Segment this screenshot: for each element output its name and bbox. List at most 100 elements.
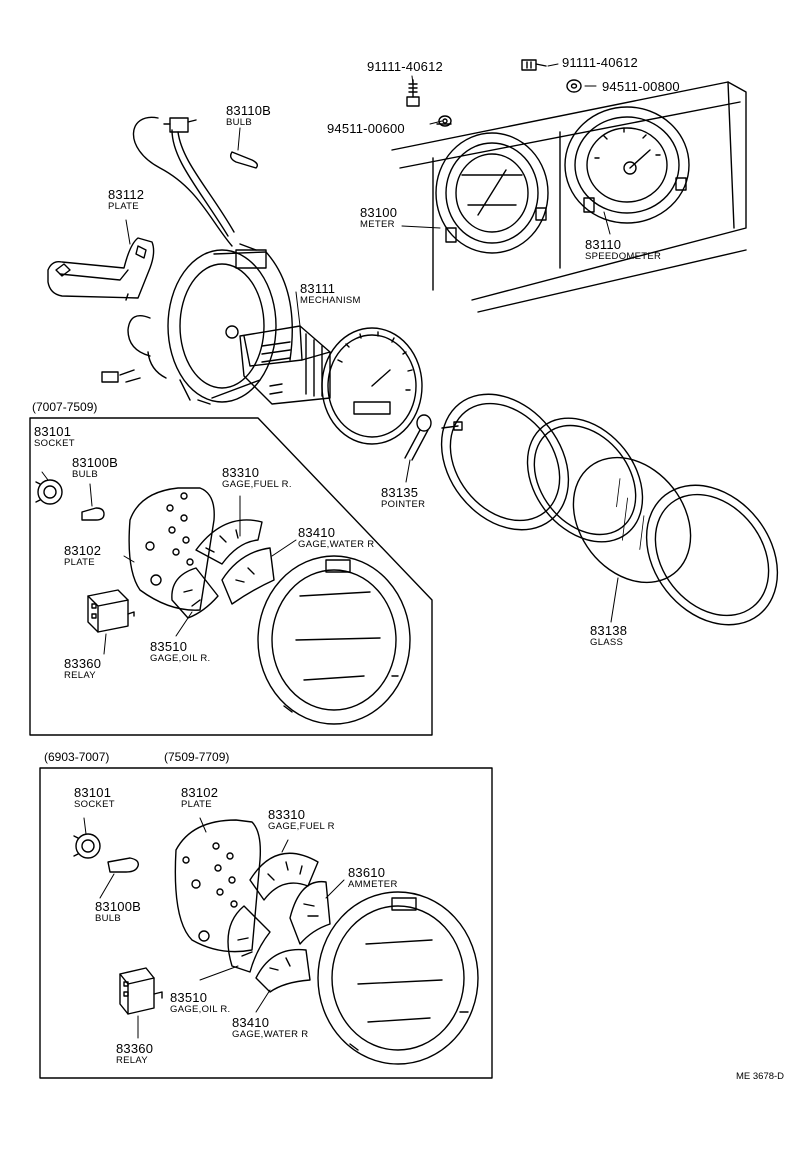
- box1-plate: [128, 487, 215, 611]
- part-name: PLATE: [108, 201, 139, 212]
- part-number-washer-a: 94511-00600: [327, 121, 405, 136]
- label-box1-socket: 83101 SOCKET: [34, 425, 75, 449]
- part-name: GAGE,WATER R: [232, 1029, 309, 1040]
- part-name: PLATE: [181, 799, 212, 810]
- meter-assembly-installed: [435, 132, 549, 254]
- part-number: 83111: [300, 281, 336, 296]
- label-speedometer: 83110 SPEEDOMETER: [585, 238, 661, 262]
- box1-gage-fuel: [195, 519, 263, 565]
- part-name: SOCKET: [74, 799, 115, 810]
- box1-bulb: [81, 507, 105, 521]
- part-name: MECHANISM: [300, 295, 361, 306]
- part-number: 83360: [64, 656, 102, 671]
- bolt-91111-b: [521, 59, 547, 71]
- box2-relay: [119, 967, 163, 1015]
- part-number-bolt-b: 91111-40612: [562, 55, 638, 70]
- part-number: 83100: [360, 205, 398, 220]
- box2-bulb: [107, 857, 140, 873]
- label-box1-oil: 83510 GAGE,OIL R.: [150, 640, 211, 664]
- part-name: METER: [360, 219, 395, 230]
- box2-gage-oil: [227, 905, 271, 973]
- part-name: RELAY: [116, 1055, 148, 1066]
- label-box2-socket: 83101 SOCKET: [74, 786, 115, 810]
- label-bulb-top: 83110B BULB: [226, 104, 271, 128]
- part-name: AMMETER: [348, 879, 398, 890]
- label-plate-top: 83112 PLATE: [108, 188, 144, 212]
- washer-94511-b: [566, 79, 582, 93]
- speedometer-dial: [321, 327, 423, 445]
- box1-gage-oil: [171, 567, 219, 619]
- part-number-washer-b: 94511-00800: [602, 79, 680, 94]
- part-number: 83510: [170, 990, 208, 1005]
- part-number: 83100B: [95, 899, 142, 914]
- part-name: BULB: [72, 469, 99, 480]
- part-number: 83101: [34, 424, 72, 439]
- part-number: 83510: [150, 639, 188, 654]
- label-box1-plate: 83102 PLATE: [64, 544, 101, 568]
- label-box2-bulb: 83100B BULB: [95, 900, 141, 924]
- part-name: GAGE,FUEL R.: [222, 479, 292, 490]
- pointer-83135: [404, 414, 432, 461]
- part-name: BULB: [95, 913, 122, 924]
- meter-housing: [101, 249, 293, 405]
- drawing-code: ME 3678-D: [736, 1071, 785, 1082]
- label-mechanism: 83111 MECHANISM: [300, 282, 361, 306]
- socket-wire-harness: [132, 116, 257, 251]
- box1-meter-case: [257, 555, 411, 725]
- part-number: 83135: [381, 485, 419, 500]
- box2-range-b: (7509-7709): [164, 750, 230, 764]
- box2-gage-fuel: [249, 852, 319, 901]
- box1-gage-water: [221, 547, 275, 605]
- label-box2-ammeter: 83610 AMMETER: [348, 866, 398, 890]
- part-number: 83110B: [226, 103, 272, 118]
- box1-socket: [35, 479, 63, 505]
- box1-range: (7007-7509): [32, 400, 98, 414]
- label-pointer: 83135 POINTER: [381, 486, 425, 510]
- label-box1-fuel: 83310 GAGE,FUEL R.: [222, 466, 292, 490]
- part-number: 83102: [181, 785, 219, 800]
- box1-relay: [87, 589, 135, 633]
- bulb-83110b: [229, 151, 259, 169]
- part-name: PLATE: [64, 557, 95, 568]
- part-name: SPEEDOMETER: [585, 251, 662, 262]
- label-glass: 83138 GLASS: [590, 624, 627, 648]
- box2-range-a: (6903-7007): [44, 750, 110, 764]
- part-name: GAGE,OIL R.: [170, 1004, 231, 1015]
- part-number: 83410: [232, 1015, 270, 1030]
- label-box2-oil: 83510 GAGE,OIL R.: [170, 991, 231, 1015]
- part-number: 83610: [348, 865, 386, 880]
- plate-83112: [47, 237, 155, 301]
- dashboard-panel: [391, 81, 747, 313]
- label-box2-relay: 83360 RELAY: [116, 1042, 153, 1066]
- label-box2-water: 83410 GAGE,WATER R: [232, 1016, 308, 1040]
- part-name: POINTER: [381, 499, 426, 510]
- glass-ring-set: [440, 393, 779, 626]
- part-number: 83102: [64, 543, 102, 558]
- box1-frame: [29, 417, 433, 736]
- part-number-bolt-a: 91111-40612: [367, 59, 443, 74]
- part-number: 83112: [108, 187, 145, 202]
- part-number: 83310: [268, 807, 306, 822]
- part-name: GLASS: [590, 637, 624, 648]
- box2-gage-water: [255, 948, 311, 993]
- part-number: 83360: [116, 1041, 154, 1056]
- part-name: BULB: [226, 117, 253, 128]
- leader-lines: [41, 63, 619, 1039]
- box2-ammeter: [289, 880, 331, 945]
- part-name: GAGE,OIL R.: [150, 653, 211, 664]
- part-number: 83310: [222, 465, 260, 480]
- part-name: GAGE,FUEL R: [268, 821, 335, 832]
- part-name: RELAY: [64, 670, 96, 681]
- label-box1-relay: 83360 RELAY: [64, 657, 101, 681]
- part-number: 83101: [74, 785, 112, 800]
- part-name: SOCKET: [34, 438, 75, 449]
- part-name: GAGE,WATER R: [298, 539, 375, 550]
- speedometer-installed: [564, 106, 690, 224]
- part-number: 83138: [590, 623, 628, 638]
- label-box2-plate: 83102 PLATE: [181, 786, 218, 810]
- mechanism-83111: [225, 325, 331, 405]
- washer-94511-a: [436, 115, 452, 127]
- box2-socket: [73, 833, 101, 859]
- part-number: 83100B: [72, 455, 119, 470]
